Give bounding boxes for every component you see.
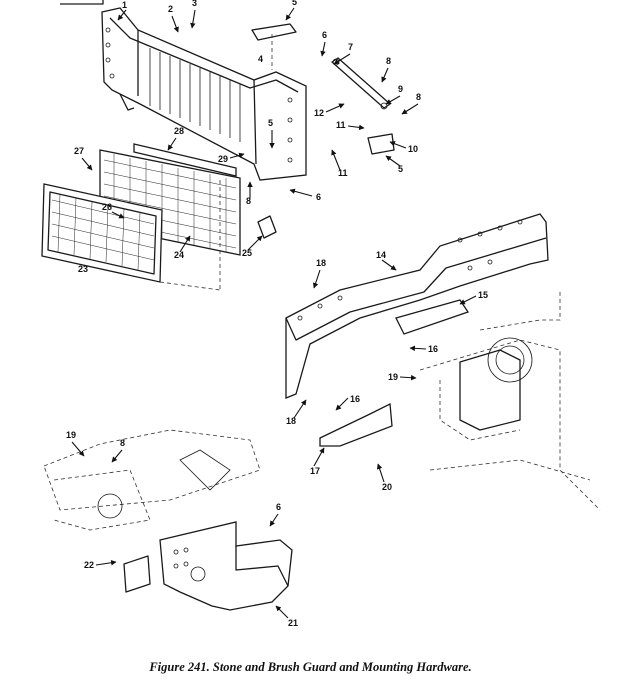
callout-16b: 16 [350,394,360,404]
callout-27: 27 [74,146,84,156]
callout-4: 4 [258,54,263,64]
callout-11: 11 [336,120,346,130]
callout-3: 3 [192,0,197,8]
callout-17: 17 [310,466,320,476]
callout-20: 20 [382,482,392,492]
callout-19: 19 [388,372,398,382]
callout-25: 25 [242,248,252,258]
strap [331,57,391,110]
callout-6: 6 [322,30,327,40]
guard-mount [123,555,151,593]
retainer-bar [133,143,237,177]
callout-21: 21 [288,618,298,628]
callout-8c: 8 [246,196,251,206]
callout-1: 1 [122,0,127,10]
callout-7: 7 [348,42,353,52]
callout-24: 24 [174,250,184,260]
callout-22: 22 [84,560,94,570]
callout-8b: 8 [416,92,421,102]
callout-14: 14 [376,250,386,260]
callout-5c: 5 [268,118,273,128]
callout-23: 23 [78,264,88,274]
outer-screen [41,183,163,283]
engine-outline [419,290,601,511]
callout-10: 10 [408,144,418,154]
front-axle-outline [43,429,261,531]
callout-5b: 5 [398,164,403,174]
leader-lines [71,7,477,619]
mount-plate [367,133,395,155]
callout-6b: 6 [316,192,321,202]
callout-26: 26 [102,202,112,212]
callout-15: 15 [478,290,488,300]
callout-18b: 18 [286,416,296,426]
callout-2: 2 [168,4,173,14]
callout-28: 28 [174,126,184,136]
figure-caption: Figure 241. Stone and Brush Guard and Mo… [149,660,472,674]
frame-rail [285,213,549,399]
callout-29: 29 [218,154,228,164]
callouts: 1 2 3 4 5 6 7 8 9 8 12 11 10 5 28 27 29 … [66,0,488,628]
callout-12: 12 [314,108,324,118]
anchor-bracket [257,215,277,239]
stone-guard [159,521,293,611]
brush-guard-grille [101,7,307,181]
callout-8: 8 [386,56,391,66]
callout-8d: 8 [120,438,125,448]
callout-6c: 6 [276,502,281,512]
frame-corner [60,0,104,5]
callout-19b: 19 [66,430,76,440]
support-bracket [251,23,297,70]
callout-5: 5 [292,0,297,7]
callout-18: 18 [316,258,326,268]
mounting-plate [395,299,470,335]
lower-bracket [319,402,393,447]
callout-11b: 11 [338,168,348,178]
callout-16: 16 [428,344,438,354]
callout-9: 9 [398,84,403,94]
